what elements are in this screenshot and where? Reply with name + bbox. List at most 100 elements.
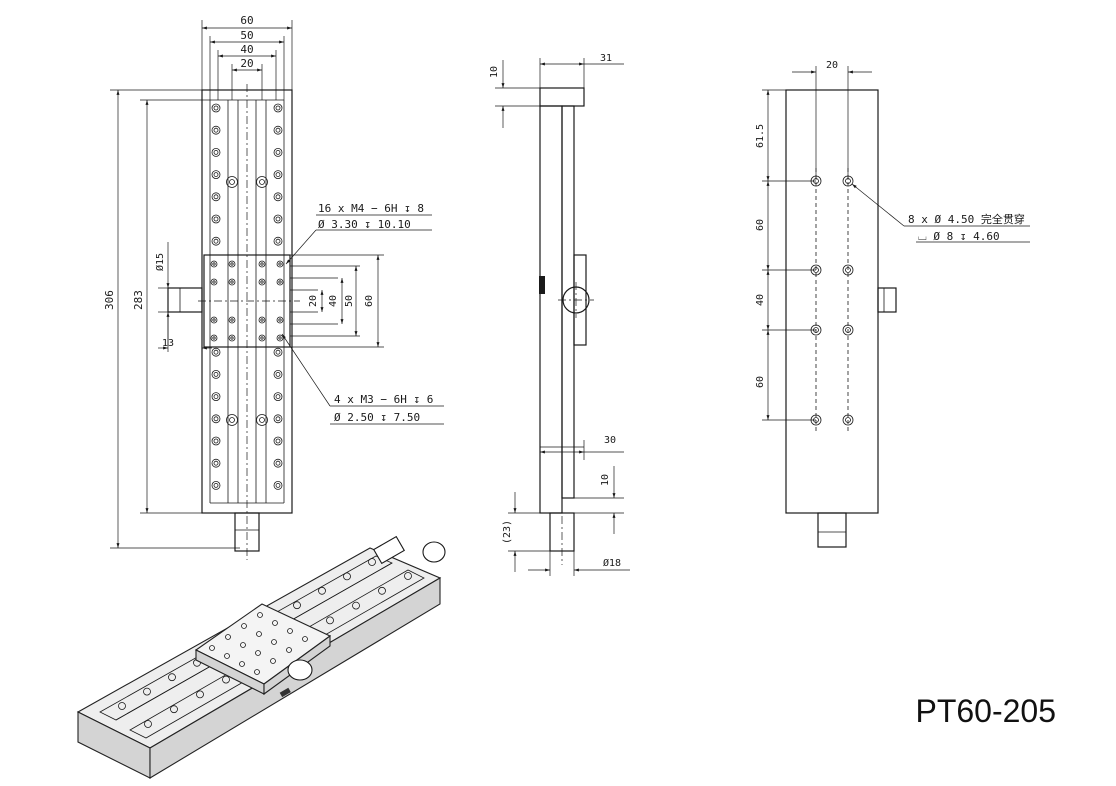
iso-base-hole	[293, 601, 301, 610]
iso-label-mark	[279, 687, 291, 698]
iso-carriage-hole	[254, 669, 260, 675]
side-label-mark	[539, 276, 545, 294]
front-table-hole-inner	[212, 336, 216, 340]
front-rail-hole	[211, 458, 221, 468]
iso-base-hole	[222, 675, 230, 684]
iso-carriage-hole	[209, 645, 215, 651]
dim-table-40: 40	[328, 295, 339, 307]
bottom-callout-line2: ⌴ Ø 8 ↧ 4.60	[918, 230, 1000, 243]
front-rail-hole-inner	[275, 127, 281, 133]
front-rail-hole	[211, 369, 221, 379]
iso-carriage-hole	[271, 639, 277, 645]
front-table-hole	[210, 334, 218, 342]
front-table-hole-inner	[212, 262, 216, 266]
front-rail-hole-inner	[213, 394, 219, 400]
front-rail-hole	[273, 147, 283, 157]
side-dim-dia18: Ø18	[603, 557, 621, 569]
callout-m3-line2: Ø 2.50 ↧ 7.50	[334, 411, 420, 424]
side-top-plate	[539, 87, 585, 107]
iso-base-hole	[318, 586, 326, 595]
front-rail-hole	[273, 192, 283, 202]
iso-base-hole	[196, 690, 204, 699]
bottom-hole	[842, 264, 854, 276]
front-rail-hole-inner	[213, 482, 219, 488]
front-rail-hole	[273, 103, 283, 113]
dim-knob-13: 13	[162, 338, 174, 349]
bottom-dim-60-b: 60	[755, 376, 766, 388]
front-table-hole	[276, 278, 284, 286]
iso-carriage-hole	[286, 647, 292, 653]
iso-base-hole	[326, 616, 334, 625]
front-rail-hole	[273, 347, 283, 357]
front-mount-holes	[211, 103, 283, 490]
iso-base-hole	[368, 558, 376, 566]
dim-table-20: 20	[308, 295, 319, 307]
bottom-through-holes	[810, 175, 854, 426]
front-rail-hole-inner	[275, 194, 281, 200]
front-rail-hole	[211, 214, 221, 224]
iso-base-hole	[378, 586, 386, 595]
iso-carriage-hole	[272, 620, 278, 626]
front-rail-hole-inner	[213, 460, 219, 466]
front-table-hole	[258, 260, 266, 268]
dim-knob-dia: Ø15	[154, 253, 166, 271]
bottom-hole	[842, 414, 854, 426]
front-table-hole	[276, 334, 284, 342]
iso-end-block	[372, 535, 406, 565]
front-rail-hole-inner	[213, 216, 219, 222]
iso-base-hole	[404, 572, 412, 580]
side-dim-10-bottom: 10	[600, 474, 611, 486]
front-rail-hole	[273, 392, 283, 402]
front-rail-hole	[273, 369, 283, 379]
iso-base-hole	[168, 673, 176, 682]
front-rail-hole-inner	[213, 349, 219, 355]
side-dims: 10 31 30 10 (23) Ø18	[489, 53, 630, 576]
front-rail-hole-inner	[275, 438, 281, 444]
callout-m4-line1: 16 x M4 − 6H ↧ 8	[318, 202, 424, 215]
bottom-knob	[877, 287, 897, 313]
front-rail-hole	[211, 436, 221, 446]
iso-carriage-holes	[209, 612, 308, 675]
front-rail-hole-inner	[275, 216, 281, 222]
bottom-dim-20: 20	[826, 60, 838, 71]
front-table-hole-inner	[278, 280, 282, 284]
callout-m3-line1: 4 x M3 − 6H ↧ 6	[334, 393, 433, 406]
front-table-hole	[258, 316, 266, 324]
front-rail-hole-inner	[213, 416, 219, 422]
dim-table-60: 60	[364, 295, 375, 307]
front-rail-hole	[211, 170, 221, 180]
iso-carriage-hole	[241, 623, 247, 629]
bottom-view: 20 61.5 60 40 60 8 x Ø 4.50 完全贯穿 ⌴ Ø 8 ↧…	[755, 60, 1030, 548]
iso-base-hole	[170, 705, 178, 714]
front-table-hole-inner	[212, 280, 216, 284]
front-mount-hole-inner	[229, 179, 235, 185]
front-rail-hole-inner	[275, 172, 281, 178]
iso-knob	[287, 659, 313, 681]
dim-width-50: 50	[240, 29, 253, 42]
front-table-hole-inner	[230, 336, 234, 340]
front-mount-hole	[226, 176, 238, 188]
iso-base-hole	[143, 687, 151, 696]
bottom-dim-61-5: 61.5	[755, 124, 766, 148]
iso-carriage-hole	[224, 653, 230, 659]
iso-base-hole	[343, 572, 351, 581]
side-dim-10-top: 10	[489, 66, 500, 78]
front-rail-hole	[211, 392, 221, 402]
front-rail-hole-inner	[213, 438, 219, 444]
front-rail-hole	[211, 147, 221, 157]
front-mount-hole-inner	[259, 417, 265, 423]
bottom-dims: 20 61.5 60 40 60	[755, 60, 872, 421]
front-rail-hole	[273, 125, 283, 135]
bottom-hole-inner	[845, 417, 851, 423]
dim-table-50: 50	[344, 295, 355, 307]
iso-carriage-hole	[240, 642, 246, 648]
bottom-callout-line1: 8 x Ø 4.50 完全贯穿	[908, 212, 1025, 226]
model-number: PT60-205	[915, 693, 1056, 729]
front-rail-hole	[211, 480, 221, 490]
front-rail-hole-inner	[213, 127, 219, 133]
front-rail-hole	[211, 236, 221, 246]
front-table-hole-inner	[230, 318, 234, 322]
front-table-hole-inner	[230, 262, 234, 266]
front-rail-hole-inner	[213, 371, 219, 377]
front-table-hole-inner	[278, 262, 282, 266]
